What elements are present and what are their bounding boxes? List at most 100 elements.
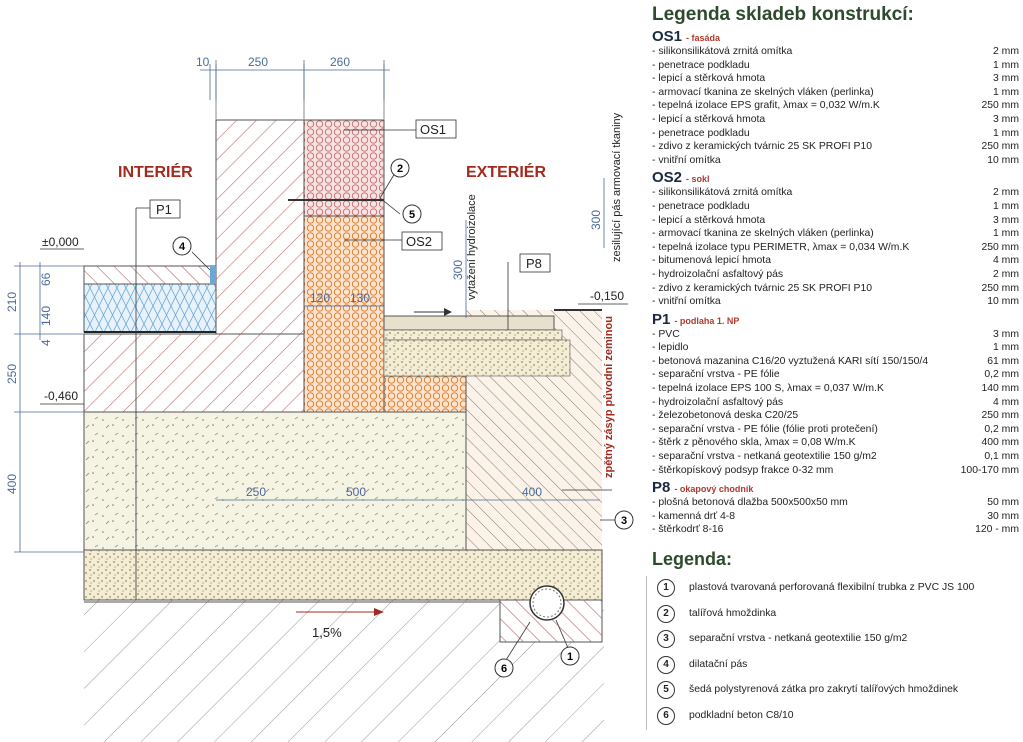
layer-row: - tepelná izolace typu PERIMETR, λmax = … (646, 241, 1023, 255)
construction-detail-drawing: INTERIÉR EXTERIÉR OS1 OS2 P1 P8 ±0,000 -… (5, 55, 634, 742)
dim-foot-500: 500 (346, 485, 366, 499)
layer-name: - bitumenová lepicí hmota (652, 255, 771, 267)
layer-thickness: 250 mm (981, 282, 1019, 294)
layer-thickness: 1 mm (993, 200, 1019, 212)
dim-v-300a: 300 (451, 260, 465, 280)
layer-thickness: 2 mm (993, 46, 1019, 57)
callout-6: 6 (501, 663, 507, 675)
layer-name: - PVC (652, 328, 680, 340)
section-header: P1- podlaha 1. NP (652, 311, 1023, 328)
callout-3: 3 (621, 515, 627, 527)
layer-thickness: 3 mm (993, 73, 1019, 85)
dim-wall-130: 130 (350, 291, 370, 305)
legend-text: separační vrstva - netkaná geotextilie 1… (689, 633, 908, 645)
level-minus-0460: -0,460 (44, 389, 78, 403)
legend-text: plastová tvarovaná perforovaná flexibiln… (689, 582, 975, 593)
composition-sections: OS1- fasáda- silikonsilikátová zrnitá om… (646, 28, 1023, 537)
layer-name: - penetrace podkladu (652, 200, 750, 212)
level-minus-0150: -0,150 (590, 289, 624, 303)
layer-name: - separační vrstva - PE fólie (fólie pro… (652, 423, 878, 435)
layer-thickness: 1 mm (993, 59, 1019, 71)
callout-5: 5 (409, 209, 415, 221)
layer-thickness: 1 mm (993, 86, 1019, 98)
section-p8: P8- okapový chodník- plošná betonová dla… (646, 479, 1023, 537)
dim-v-300b: 300 (589, 210, 603, 230)
dim-left-140: 140 (39, 306, 53, 326)
section-header: OS2- sokl (652, 169, 1023, 186)
legend-panel-title: Legenda skladeb konstrukcí: (652, 4, 914, 25)
label-mesh-band: zesilující pás armovací tkaniny (611, 112, 623, 262)
layer-name: - tepelná izolace typu PERIMETR, λmax = … (652, 241, 910, 253)
dim-foot-400: 400 (522, 485, 542, 499)
layer-row: - železobetonová deska C20/25 250 mm (646, 409, 1023, 423)
layer-thickness: 250 mm (981, 100, 1019, 112)
layer-name: - lepicí a stěrková hmota (652, 113, 766, 125)
legend-title: Legenda: (652, 549, 733, 569)
layer-name: - plošná betonová dlažba 500x500x50 mm (652, 497, 848, 509)
dim-left-250: 250 (5, 364, 19, 384)
layer-thickness: 10 mm (987, 154, 1019, 166)
dim-left-66: 66 (39, 272, 53, 286)
legend-text: šedá polystyrenová zátka pro zakrytí tal… (689, 684, 959, 696)
layer-row: - bitumenová lepicí hmota 4 mm (646, 254, 1023, 268)
layer-name: - armovací tkanina ze skelných vláken (p… (652, 228, 874, 240)
layer-name: - penetrace podkladu (652, 127, 750, 139)
label-p1: P1 (156, 202, 172, 217)
layer-thickness: 0,2 mm (984, 423, 1019, 435)
layer-thickness: 1 mm (993, 228, 1019, 240)
legend-number: 4 (657, 655, 675, 674)
layer-row: - penetrace podkladu 1 mm (646, 127, 1023, 141)
layer-row: - tepelná izolace EPS 100 S, λmax = 0,03… (646, 382, 1023, 396)
section-os1: OS1- fasáda- silikonsilikátová zrnitá om… (646, 28, 1023, 167)
layer-name: - separační vrstva - netkaná geotextilie… (652, 451, 877, 463)
layer-thickness: 140 mm (981, 383, 1019, 395)
dim-left-210: 210 (5, 292, 19, 312)
section-subtitle: - podlaha 1. NP (674, 315, 740, 326)
legend-text: dilatační pás (689, 658, 748, 670)
callout-1: 1 (567, 651, 573, 663)
layer-name: - zdivo z keramických tvárnic 25 SK PROF… (652, 141, 873, 153)
layer-thickness: 250 mm (981, 410, 1019, 422)
layer-thickness: 1 mm (993, 127, 1019, 139)
layer-thickness: 10 mm (987, 296, 1019, 308)
layer-row: - zdivo z keramických tvárnic 25 SK PROF… (646, 140, 1023, 154)
layer-name: - kamenná drť 4-8 (652, 510, 736, 522)
layer-name: - štěrk z pěnového skla, λmax = 0,08 W/m… (652, 437, 856, 449)
layer-thickness: 250 mm (981, 141, 1019, 153)
dim-left-400: 400 (5, 474, 19, 494)
layer-thickness: 2 mm (993, 268, 1019, 280)
legend-text: talířová hmoždinka (689, 607, 777, 619)
layer-thickness: 3 mm (993, 214, 1019, 226)
layer-name: - železobetonová deska C20/25 (652, 410, 799, 422)
section-code: P8 (652, 479, 671, 497)
layer-row: - separační vrstva - netkaná geotextilie… (646, 450, 1023, 464)
label-membrane-up: vytažení hydroizolace (466, 194, 478, 300)
layer-name: - lepicí a stěrková hmota (652, 214, 766, 226)
label-interior: INTERIÉR (118, 162, 193, 181)
layer-thickness: 250 mm (981, 241, 1019, 253)
layer-thickness: 120 - mm (975, 524, 1019, 536)
section-subtitle: - fasáda (686, 33, 721, 43)
layer-name: - zdivo z keramických tvárnic 25 SK PROF… (652, 282, 873, 294)
layer-thickness: 4 mm (993, 255, 1019, 267)
layer-thickness: 3 mm (993, 113, 1019, 125)
label-os1: OS1 (420, 122, 446, 137)
label-p8: P8 (526, 256, 542, 271)
layer-row: - lepicí a stěrková hmota 3 mm (646, 113, 1023, 127)
layer-row: - lepicí a stěrková hmota 3 mm (646, 214, 1023, 228)
callout-2: 2 (397, 163, 403, 175)
